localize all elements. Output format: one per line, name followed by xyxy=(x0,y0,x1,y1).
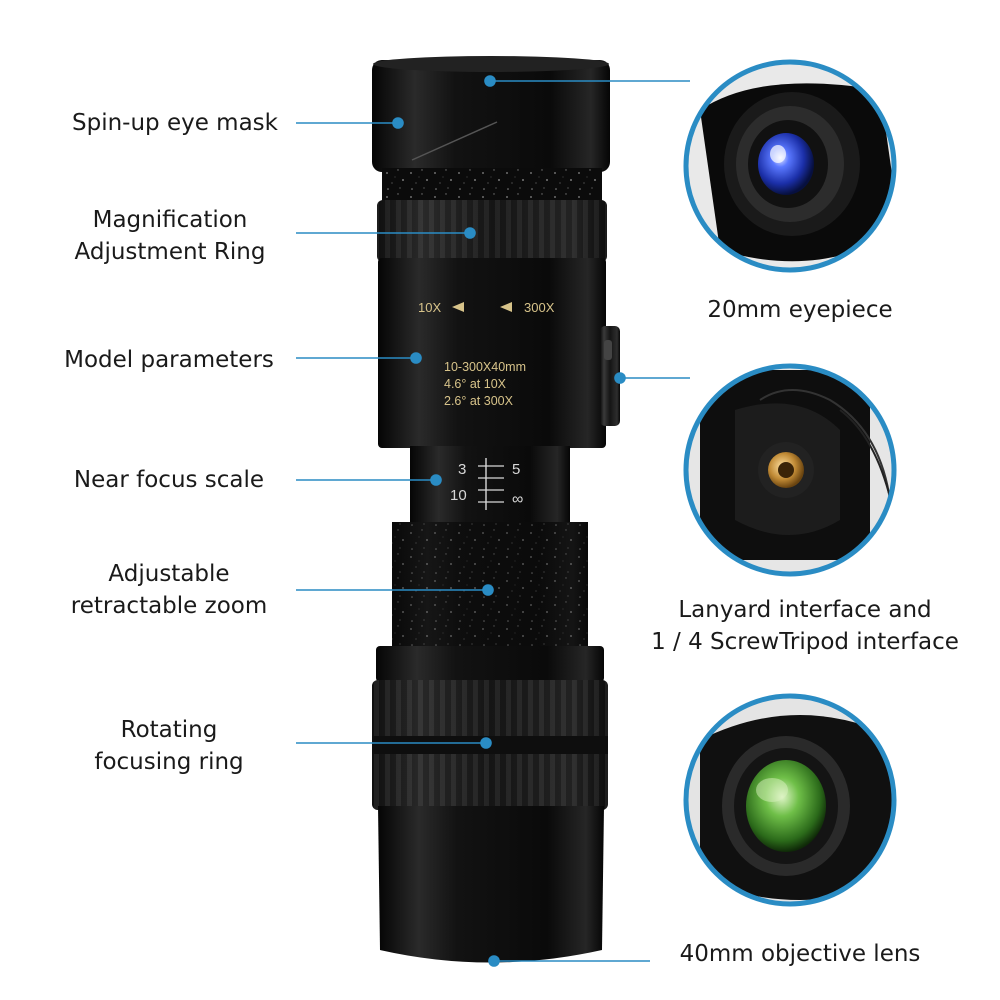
callout-objective-lens: 40mm objective lens xyxy=(679,941,921,967)
callout-magnification-ring: Magnification Adjustment Ring xyxy=(74,207,266,265)
svg-text:300X: 300X xyxy=(524,300,555,315)
svg-text:4.6° at 10X: 4.6° at 10X xyxy=(444,377,507,391)
svg-text:3: 3 xyxy=(458,461,466,478)
callout-focusing-ring: Rotating focusing ring xyxy=(94,717,244,775)
svg-text:10-300X40mm: 10-300X40mm xyxy=(444,360,526,374)
callout-eye-mask: Spin-up eye mask xyxy=(72,110,278,136)
focus-scale-sleeve xyxy=(410,446,570,526)
eyepiece-lens xyxy=(758,133,814,195)
callout-retractable-zoom: Adjustable retractable zoom xyxy=(70,561,268,619)
objective-lens-glass xyxy=(746,760,826,852)
svg-text:10X: 10X xyxy=(418,300,441,315)
callout-eyepiece: 20mm eyepiece xyxy=(707,297,893,323)
svg-text:2.6° at 300X: 2.6° at 300X xyxy=(444,394,514,408)
svg-text:∞: ∞ xyxy=(512,491,523,508)
svg-text:10: 10 xyxy=(450,487,467,504)
callout-model-parameters: Model parameters xyxy=(64,347,274,373)
callout-lanyard-tripod: Lanyard interface and 1 / 4 ScrewTripod … xyxy=(651,597,959,655)
eye-mask-part xyxy=(372,60,610,172)
objective-tube xyxy=(378,806,604,963)
callout-near-focus-scale: Near focus scale xyxy=(73,467,265,493)
svg-text:5: 5 xyxy=(512,461,520,478)
main-barrel xyxy=(378,258,606,448)
